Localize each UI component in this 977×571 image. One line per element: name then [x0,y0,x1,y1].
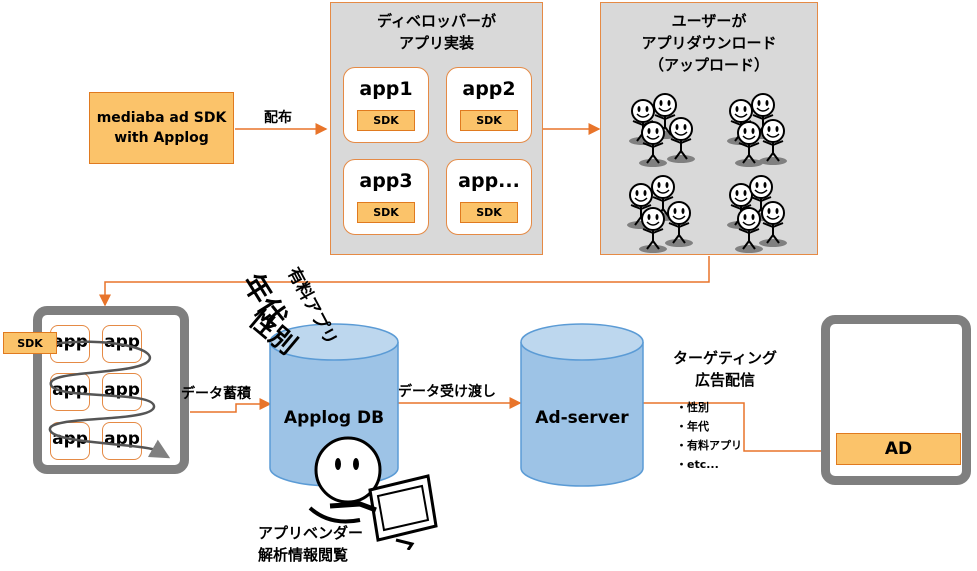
users-title-line1: ユーザーが [671,12,747,30]
targeting-item: ・性別 [676,401,709,414]
user-group-1 [628,93,696,168]
vendor-caption: アプリベンダー 解析情報閲覧 [258,522,363,566]
users-panel: ユーザーが アプリダウンロード （アップロード） [600,2,818,255]
targeting-item: ・有料アプリ [676,439,742,452]
vendor-caption-line2: 解析情報閲覧 [258,546,349,564]
transfer-data-label: データ受け渡し [398,384,496,400]
targeting-title-line1: ターゲティング [672,349,778,367]
ad-server-label: Ad-server [535,408,629,428]
users-title-line2: アプリダウンロード [641,34,777,52]
app-card-name: app1 [359,78,413,100]
user-group-3 [626,175,694,253]
app-card-name: app... [458,170,520,192]
targeting-item: ・年代 [676,420,709,433]
app-card-name: app3 [359,170,413,192]
mini-app-3: app [50,373,90,411]
targeting-title-line2: 広告配信 [694,371,755,389]
applog-db-label: Applog DB [283,408,385,428]
user-crowd-illustration [626,93,788,253]
sdk-tag: SDK [357,202,415,223]
users-to-device-arrow [99,256,710,307]
app-card-name: app2 [462,78,516,100]
vendor-caption-line1: アプリベンダー [258,524,364,542]
data-spiral-arrow [45,340,171,459]
sdk-tag: SDK [460,202,518,223]
ad-banner: AD [836,433,961,465]
distribute-label: 配布 [264,110,292,126]
targeting-item: ・etc... [676,458,719,471]
app-card-3: app3 SDK [343,159,429,235]
user-group-2 [726,93,788,168]
users-title-line3: （アップロード） [648,56,769,74]
sdk-package-box: mediaba ad SDK with Applog [89,92,234,164]
developer-panel: ディベロッパーが アプリ実装 app1 SDK app2 SDK app3 SD… [330,2,543,255]
developer-title-line2: アプリ実装 [398,34,474,52]
sdk-name: mediaba ad SDK [96,110,227,126]
server-to-ad-arrow [643,402,837,457]
app-card-4: app... SDK [446,159,532,235]
mini-app-4: app [102,373,142,411]
targeting-list: ・性別 ・年代 ・有料アプリ ・etc... [676,398,742,474]
vendor-monitor-illustration [308,436,438,550]
targeting-title: ターゲティング 広告配信 [650,347,800,391]
device-left: app app app app app app [33,306,189,474]
app-card-2: app2 SDK [446,67,532,143]
app-card-1: app1 SDK [343,67,429,143]
developer-title-line1: ディベロッパーが [377,12,496,30]
sdk-tag: SDK [357,110,415,131]
user-group-4 [726,175,788,253]
device-to-db-arrow [190,398,272,413]
store-data-label: データ蓄積 [181,386,251,402]
sdk-tag: SDK [460,110,518,131]
device-sdk-tag: SDK [3,332,57,354]
sdk-subtitle: with Applog [114,130,209,146]
ad-server-cylinder [520,323,644,487]
